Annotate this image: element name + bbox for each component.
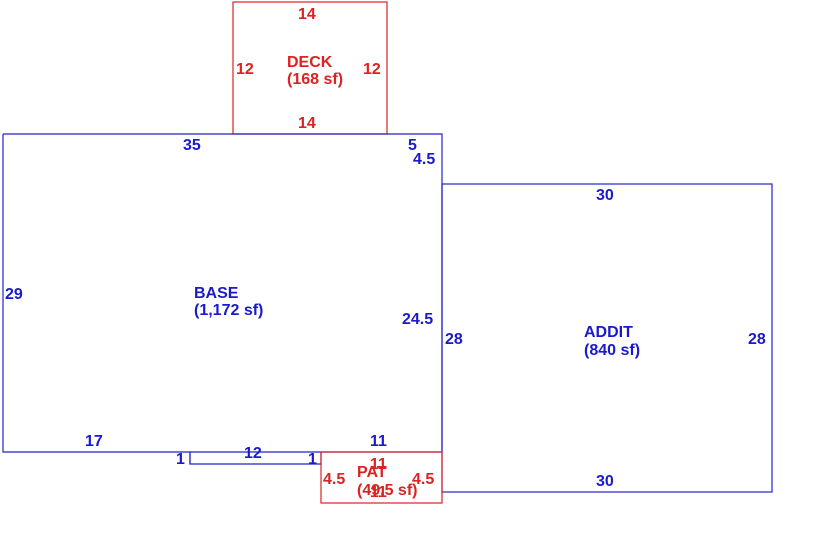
dim-pat-bottom: 11 (370, 484, 387, 501)
pat-area: (49.5 sf) (357, 482, 417, 499)
dim-deck-left: 12 (236, 61, 254, 78)
dim-base-top-right: 5 (408, 137, 417, 154)
base-area: (1,172 sf) (194, 302, 263, 319)
dim-base-top: 35 (183, 137, 201, 154)
dim-deck-right: 12 (363, 61, 381, 78)
dim-base-right: 24.5 (402, 311, 433, 328)
dim-base-step-right: 1 (308, 451, 317, 468)
deck-area: (168 sf) (287, 71, 343, 88)
dim-pat-right: 4.5 (412, 471, 434, 488)
dim-base-bottom-right: 11 (370, 433, 387, 450)
base-outline (2, 134, 191, 464)
deck-name: DECK (287, 54, 333, 71)
dim-base-step-left: 1 (176, 451, 185, 468)
dim-base-bottom-left: 17 (85, 433, 103, 450)
dim-deck-bottom: 14 (298, 115, 316, 132)
dim-base-bottom-mid: 12 (244, 445, 262, 462)
base-name: BASE (194, 285, 239, 302)
dim-addit-bottom: 30 (596, 473, 614, 490)
dim-addit-top: 30 (596, 187, 614, 204)
dim-base-left: 29 (5, 286, 23, 303)
dim-addit-right: 28 (748, 331, 766, 348)
pat-outline (320, 451, 443, 504)
dim-addit-left: 28 (445, 331, 463, 348)
dim-base-notch: 4.5 (413, 151, 435, 168)
dim-pat-left: 4.5 (323, 471, 345, 488)
addit-name: ADDIT (584, 324, 633, 341)
addit-outline (441, 183, 773, 493)
pat-name: PAT (357, 464, 387, 481)
dim-deck-top: 14 (298, 6, 316, 23)
dim-pat-top: 11 (370, 456, 387, 473)
addit-area: (840 sf) (584, 342, 640, 359)
